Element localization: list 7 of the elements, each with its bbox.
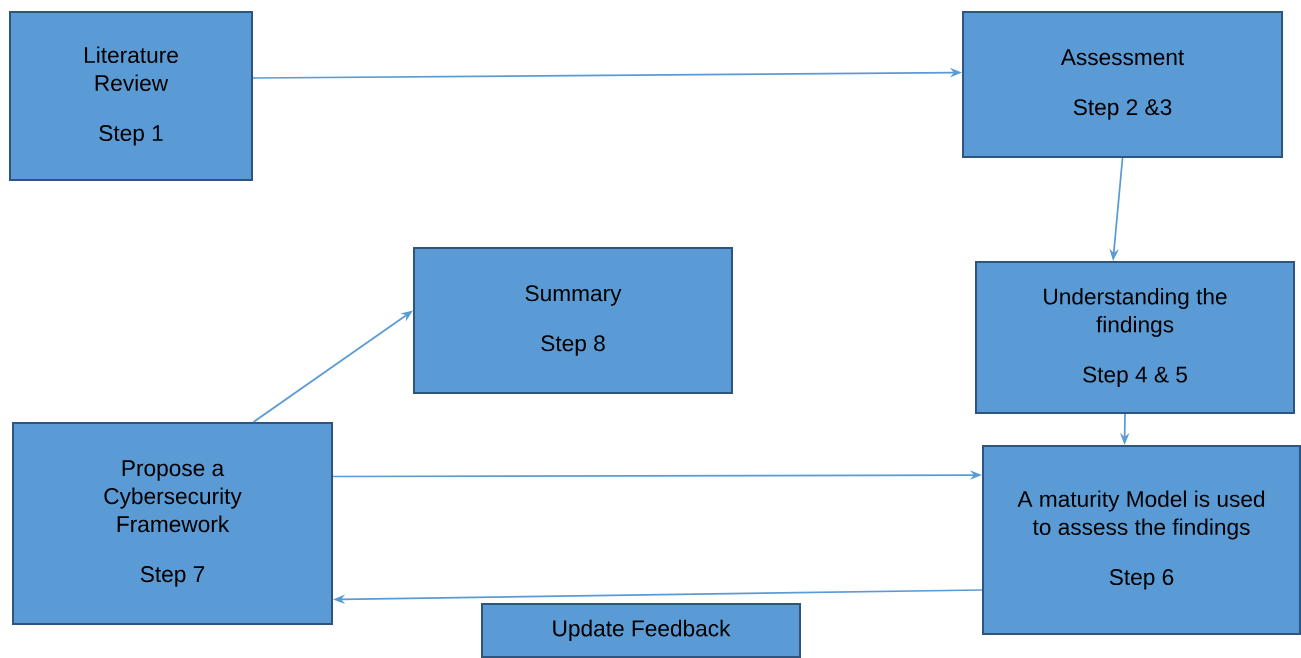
process-box: Understanding the findings Step 4 & 5 [975, 261, 1295, 414]
process-box: Literature Review Step 1 [9, 11, 253, 181]
process-box: Propose a Cybersecurity Framework Step 7 [12, 422, 333, 625]
process-box: Assessment Step 2 &3 [962, 11, 1283, 158]
process-box: A maturity Model is used to assess the findings Step 6 [982, 445, 1301, 635]
process-box: Summary Step 8 [413, 247, 733, 394]
process-box: Update Feedback [481, 603, 801, 658]
